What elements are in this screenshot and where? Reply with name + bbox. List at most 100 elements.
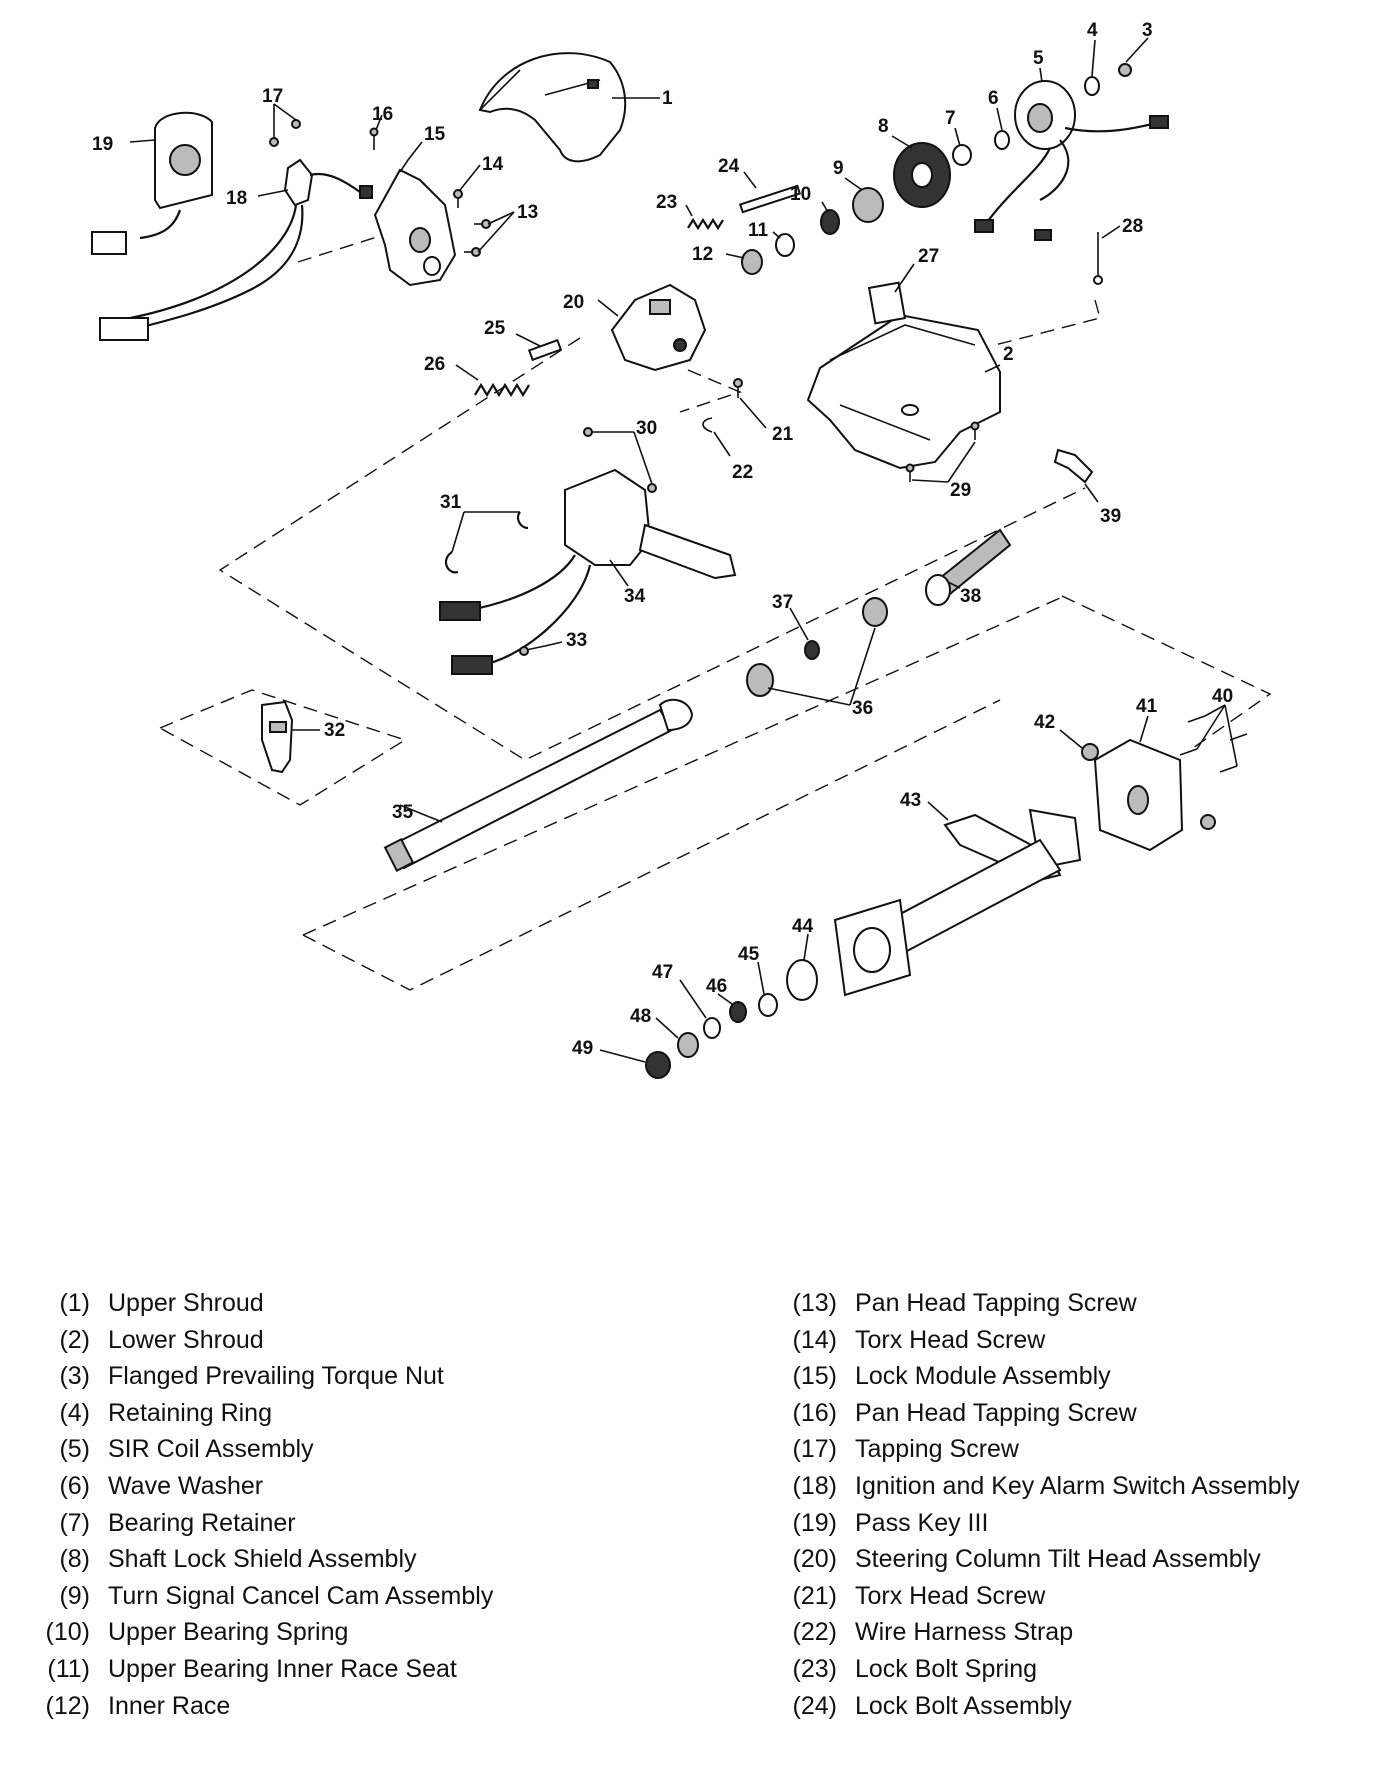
legend-label: Lock Bolt Spring	[855, 1654, 1038, 1683]
legend-number: (15)	[792, 1362, 837, 1391]
legend-item: (18)Ignition and Key Alarm Switch Assemb…	[765, 1468, 1365, 1505]
callout-38: 38	[960, 586, 981, 607]
torx-screw-21-part	[733, 378, 743, 398]
legend-item: (20)Steering Column Tilt Head Assembly	[765, 1541, 1365, 1578]
shaft-lock-shield-part	[893, 142, 951, 208]
legend-label: Upper Bearing Inner Race Seat	[108, 1654, 457, 1683]
legend-item: (19)Pass Key III	[765, 1505, 1365, 1542]
legend-item: (11) Upper Bearing Inner Race Seat	[18, 1651, 658, 1688]
lock-bolt-part	[738, 184, 802, 214]
legend-item: (4) Retaining Ring	[18, 1395, 658, 1432]
clips-31-part	[444, 511, 529, 574]
torx-screw-part	[453, 189, 463, 208]
part-27	[867, 281, 907, 325]
legend-item: (6)Wave Washer	[18, 1468, 658, 1505]
legend-label: Lock Bolt Assembly	[855, 1691, 1072, 1720]
legend-item: (15) Lock Module Assembly	[765, 1358, 1365, 1395]
callout-11: 11	[748, 220, 769, 241]
ignition-switch-part	[99, 158, 373, 341]
callout-25: 25	[484, 318, 506, 339]
callout-35: 35	[392, 802, 414, 823]
legend-item: (2) Lower Shroud	[18, 1322, 658, 1359]
legend-item: (7) Bearing Retainer	[18, 1505, 658, 1542]
pan-head-screws-part	[464, 219, 491, 257]
legend-number: (7)	[59, 1508, 90, 1537]
legend-label: Wire Harness Strap	[855, 1618, 1074, 1647]
cancel-cam-part	[852, 187, 884, 223]
callout-28: 28	[1122, 216, 1143, 237]
legend-number: (13)	[792, 1289, 837, 1317]
retaining-ring-part	[1084, 76, 1100, 96]
legend-number: (2)	[59, 1325, 90, 1354]
legend-column-right: (13) Pan Head Tapping Screw (14) Torx Head…	[765, 1285, 1365, 1724]
callout-17: 17	[262, 86, 283, 107]
legend-number: (1)	[59, 1289, 90, 1317]
legend-number: (11)	[47, 1654, 90, 1683]
steering-shaft-part	[383, 698, 694, 873]
callout-6: 6	[988, 88, 999, 109]
legend-number: (4)	[59, 1398, 90, 1427]
leader-lines	[129, 37, 1238, 1063]
parts-legend: (1)Upper Shroud (2)Lower Shroud (3)Flang…	[0, 1285, 1376, 1755]
legend-number: (19)	[792, 1508, 837, 1537]
callout-24: 24	[718, 156, 740, 177]
callout-33: 33	[566, 630, 587, 651]
legend-label: Pan Head Tapping Screw	[855, 1398, 1137, 1427]
legend-label: Ignition and Key Alarm Switch Assembly	[855, 1471, 1300, 1500]
screw-33-part	[519, 645, 546, 656]
column-jacket-part	[833, 808, 1082, 997]
bearing-retainer-part	[952, 144, 972, 166]
legend-item: (8)Shaft Lock Shield Assembly	[18, 1541, 658, 1578]
callout-40: 40	[1212, 686, 1233, 707]
callout-41: 41	[1136, 696, 1158, 717]
upper-bearing-spring-part	[820, 209, 840, 235]
lock-bolt-spring-part	[687, 217, 724, 231]
callout-3: 3	[1142, 20, 1153, 41]
part-28	[1093, 232, 1103, 285]
screws-40-part	[1179, 715, 1248, 773]
callout-9: 9	[833, 158, 844, 179]
callout-10: 10	[790, 184, 811, 205]
legend-label: Torx Head Screw	[855, 1581, 1046, 1610]
multifunction-switch-part	[439, 468, 737, 675]
legend-label: Flanged Prevailing Torque Nut	[108, 1362, 444, 1391]
legend-item: (21)Torx Head Screw	[765, 1578, 1365, 1615]
legend-label: Lower Shroud	[108, 1325, 264, 1354]
legend-item: (22) Wire Harness Strap	[765, 1614, 1365, 1651]
exploded-view-diagram: 1 2 3 4 5 6 7 8 9 10 11 12 13 14 15 16 1…	[91, 20, 1272, 1079]
part-37	[804, 640, 820, 660]
upper-shroud-part	[478, 52, 627, 163]
callout-15: 15	[424, 124, 446, 145]
pin-25-part	[527, 338, 563, 362]
part-47	[703, 1017, 721, 1039]
callout-7: 7	[945, 108, 956, 129]
part-42	[1081, 743, 1099, 761]
legend-item: (10)Upper Bearing Spring	[18, 1614, 658, 1651]
part-48	[677, 1032, 699, 1058]
legend-number: (14)	[792, 1325, 837, 1354]
legend-number: (12)	[45, 1691, 90, 1720]
legend-label: Bearing Retainer	[108, 1508, 296, 1537]
legend-label: Lock Module Assembly	[855, 1362, 1111, 1391]
legend-number: (22)	[792, 1618, 837, 1647]
legend-label: Retaining Ring	[108, 1398, 272, 1427]
part-45	[758, 993, 778, 1017]
inner-race-seat-part	[775, 233, 795, 257]
callout-48: 48	[630, 1006, 651, 1027]
legend-number: (20)	[792, 1545, 837, 1574]
callout-13: 13	[517, 202, 538, 223]
legend-label: Torx Head Screw	[855, 1325, 1046, 1354]
legend-item: (9)Turn Signal Cancel Cam Assembly	[18, 1578, 658, 1615]
callout-labels: 1 2 3 4 5 6 7 8 9 10 11 12 13 14 15 16 1…	[92, 20, 1233, 1059]
callout-34: 34	[624, 586, 646, 607]
callout-46: 46	[706, 976, 727, 997]
part-36	[746, 597, 888, 697]
legend-number: (23)	[792, 1654, 837, 1683]
callout-29: 29	[950, 480, 971, 501]
legend-label: Turn Signal Cancel Cam Assembly	[108, 1581, 494, 1610]
harness-strap-part	[702, 417, 713, 433]
legend-item: (16)Pan Head Tapping Screw	[765, 1395, 1365, 1432]
part-44	[786, 959, 818, 1001]
callout-30: 30	[636, 418, 657, 439]
legend-label: SIR Coil Assembly	[108, 1435, 314, 1464]
